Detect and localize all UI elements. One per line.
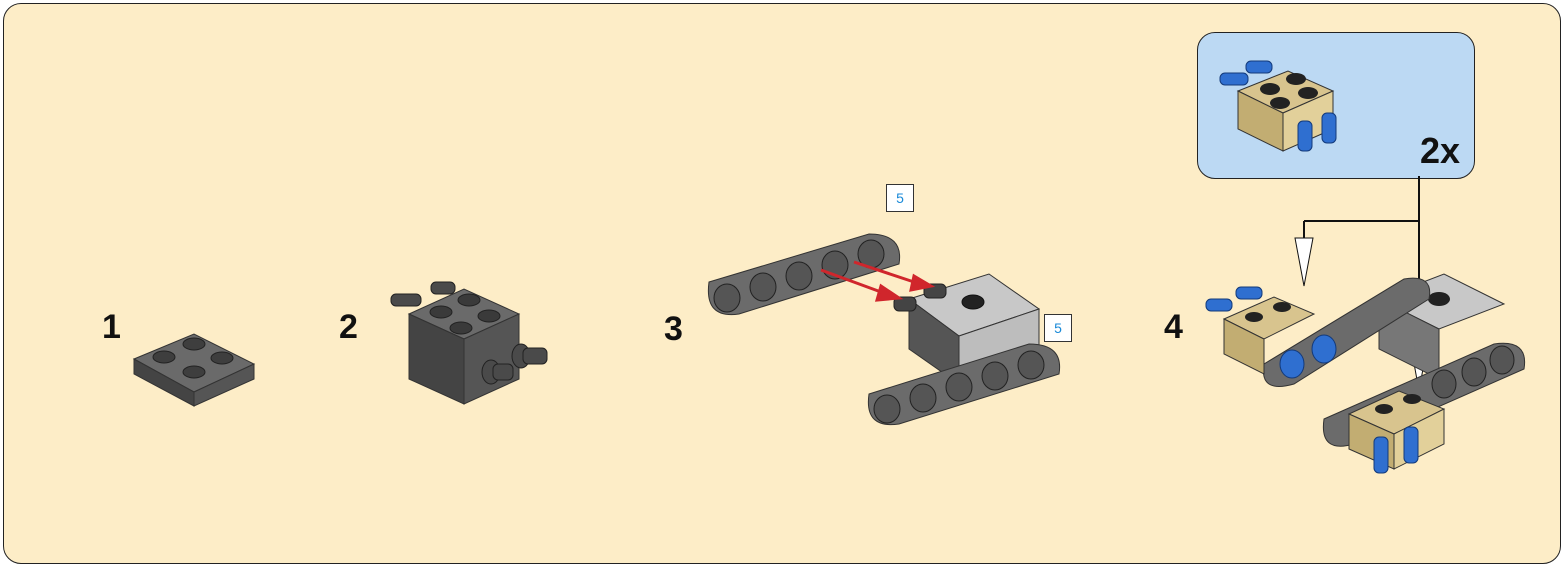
step-1-number: 1 xyxy=(102,308,121,346)
step-2-number: 2 xyxy=(339,308,358,346)
step-4-assembly xyxy=(1205,273,1526,474)
brick-with-pins-icon xyxy=(390,281,548,405)
plate-2x2-icon xyxy=(132,333,256,407)
part-count-tag-lower: 5 xyxy=(1044,314,1072,342)
part-count-tag-upper: 5 xyxy=(886,184,914,212)
subassembly-multiplier: 2x xyxy=(1419,130,1460,171)
step-3-assembly xyxy=(707,233,1061,426)
subassembly-callout: 2x xyxy=(1197,32,1475,179)
step-3-number: 3 xyxy=(664,310,683,348)
tan-brick-with-blue-pins-icon xyxy=(1219,60,1337,152)
instruction-panel: 1 2 3 4 xyxy=(3,3,1561,564)
step-4-number: 4 xyxy=(1164,308,1183,346)
liftarm-5-icon xyxy=(707,233,901,316)
